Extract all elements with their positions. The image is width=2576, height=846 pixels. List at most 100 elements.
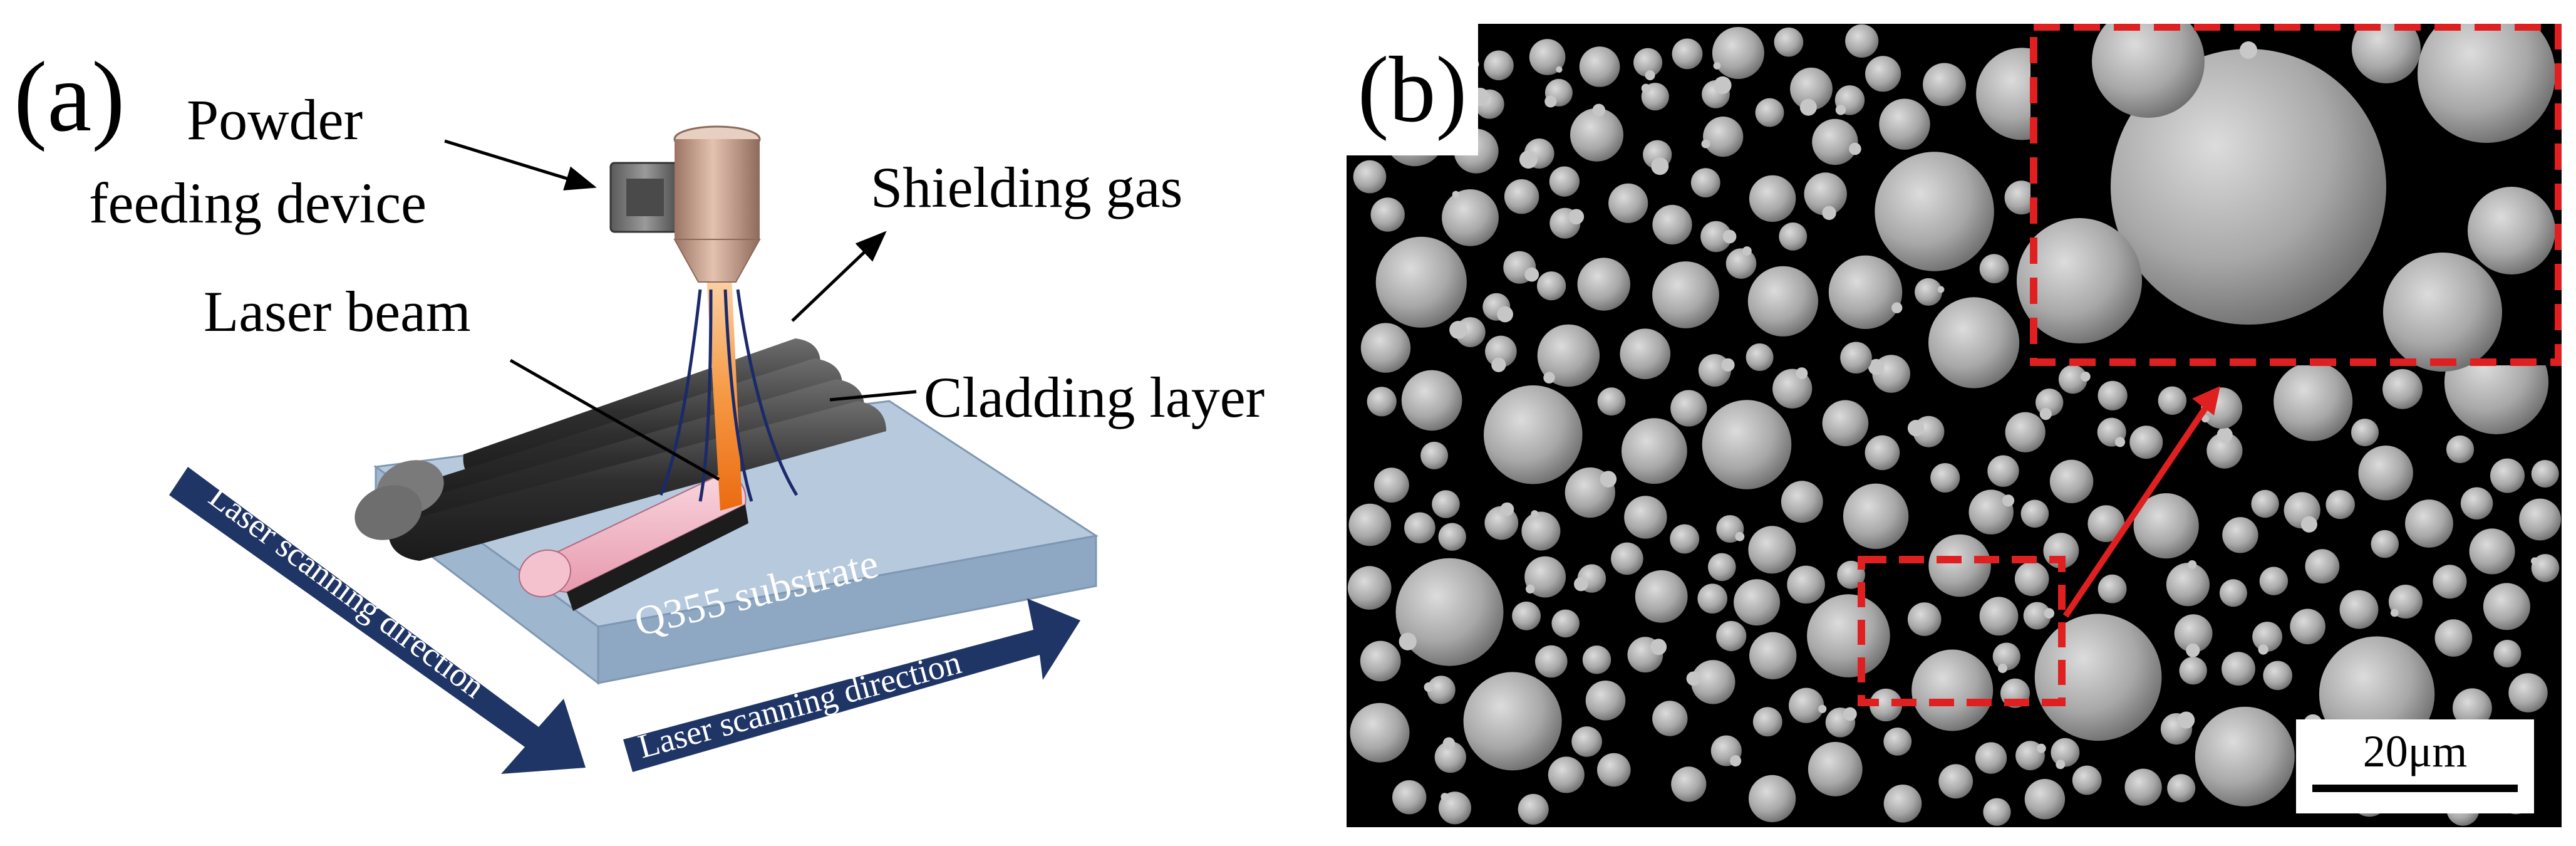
- satellite-particle: [1849, 142, 1861, 155]
- powder-particle: [1928, 534, 1991, 597]
- powder-particle: [1571, 726, 1602, 757]
- powder-particle: [2531, 554, 2560, 582]
- powder-particle: [1652, 701, 1688, 736]
- powder-particle: [1975, 742, 2007, 774]
- powder-particle: [1624, 496, 1667, 539]
- satellite-particle: [1543, 372, 1555, 384]
- powder-particle: [1865, 435, 1900, 471]
- powder-particle: [1529, 39, 1566, 75]
- powder-particle: [2051, 738, 2080, 767]
- powder-particle: [2469, 528, 2515, 575]
- satellite-particle: [1818, 704, 1827, 713]
- powder-particle: [1691, 660, 1735, 704]
- inset-particle: [2418, 24, 2555, 143]
- powder-particle: [1548, 756, 1585, 793]
- satellite-particle: [1701, 139, 1710, 149]
- powder-particle: [1843, 483, 1909, 549]
- powder-particle: [2259, 567, 2289, 595]
- powder-particle: [2358, 446, 2413, 501]
- inset-particle: [2352, 24, 2421, 83]
- satellite-particle: [1531, 510, 1539, 518]
- laser-beam-label: Laser beam: [204, 279, 471, 343]
- powder-particle: [1535, 645, 1568, 678]
- powder-particle: [2087, 505, 2125, 542]
- powder-particle: [2206, 432, 2243, 469]
- powder-particle: [2453, 688, 2492, 728]
- powder-particle: [1512, 602, 1541, 630]
- powder-particle: [1907, 602, 1942, 636]
- cladding-tracks: [354, 338, 886, 611]
- powder-particle: [1807, 594, 1890, 677]
- powder-particle: [1348, 503, 1392, 546]
- powder-particle: [1700, 221, 1732, 253]
- powder-particle: [2133, 493, 2199, 559]
- powder-particle: [1570, 108, 1623, 162]
- satellite-particle: [1714, 76, 1732, 95]
- powder-particle: [1879, 98, 1930, 150]
- powder-particle: [1432, 490, 1460, 518]
- powder-particle: [1787, 565, 1825, 604]
- satellite-particle: [2216, 427, 2233, 443]
- satellite-particle: [1592, 103, 1606, 117]
- satellite-particle: [2186, 643, 2200, 657]
- powder-particle: [2124, 768, 2162, 806]
- panel-b-label: (b): [1347, 24, 1478, 155]
- powder-particle: [1779, 222, 1808, 251]
- powder-particle: [1828, 255, 1903, 329]
- powder-particle: [1979, 254, 2009, 284]
- powder-particle: [2446, 435, 2475, 464]
- powder-particle: [1353, 160, 1387, 194]
- powder-particle: [2179, 657, 2207, 685]
- powder-particle: [2290, 608, 2325, 645]
- powder-particle: [1597, 387, 1626, 416]
- satellite-particle: [1500, 502, 1514, 516]
- powder-particle: [1442, 189, 1499, 246]
- powder-particle: [1395, 558, 1504, 666]
- powder-particle: [2371, 530, 2399, 558]
- powder-particle: [1484, 50, 1514, 81]
- satellite-particle: [1526, 584, 1535, 593]
- zoom-arrow: [2062, 386, 2220, 618]
- powder-particle: [1652, 261, 1719, 328]
- shielding-gas-label: Shielding gas: [871, 155, 1182, 219]
- powder-particle: [2158, 386, 2187, 415]
- powder-feeding-label-2: feeding device: [89, 171, 427, 235]
- powder-particle: [2219, 579, 2247, 607]
- powder-particle: [2195, 706, 2295, 807]
- scale-bar-label: 20μm: [2362, 726, 2468, 776]
- powder-particle: [1734, 579, 1781, 626]
- satellite-particle: [1519, 150, 1538, 169]
- satellite-particle: [2201, 415, 2210, 423]
- powder-particle: [1749, 775, 1796, 822]
- powder-particle: [1350, 702, 1410, 763]
- scale-bar: 20μm: [2296, 719, 2534, 813]
- satellite-particle: [1868, 358, 1885, 375]
- powder-particle: [2058, 365, 2087, 394]
- powder-particle: [1608, 183, 1648, 223]
- powder-feeding-label-1: Powder: [187, 88, 363, 152]
- satellite-particle: [1722, 229, 1737, 244]
- satellite-particle: [2039, 408, 2052, 420]
- satellite-particle: [1835, 105, 1846, 115]
- satellite-particle: [1442, 737, 1456, 749]
- satellite-particle: [1713, 62, 1721, 70]
- powder-particle: [1789, 687, 1824, 723]
- powder-particle: [2034, 614, 2162, 741]
- sem-particles: [1347, 24, 2562, 827]
- satellite-particle: [1998, 664, 2007, 673]
- powder-particle: [1670, 390, 1707, 427]
- powder-particle: [2024, 779, 2066, 820]
- powder-particle: [1930, 463, 1960, 493]
- powder-particle: [1752, 707, 1782, 737]
- satellite-particle: [2056, 760, 2066, 770]
- powder-particle: [2129, 426, 2163, 459]
- powder-particle: [1375, 236, 1467, 328]
- powder-particle: [1987, 455, 2019, 487]
- powder-particle: [2005, 412, 2046, 452]
- powder-particle: [1347, 566, 1392, 610]
- powder-particle: [2483, 583, 2530, 630]
- powder-particle: [2263, 661, 2292, 691]
- highlight-box: [1858, 556, 2066, 706]
- shielding-gas-lines: [659, 289, 799, 502]
- powder-particle: [1804, 172, 1847, 216]
